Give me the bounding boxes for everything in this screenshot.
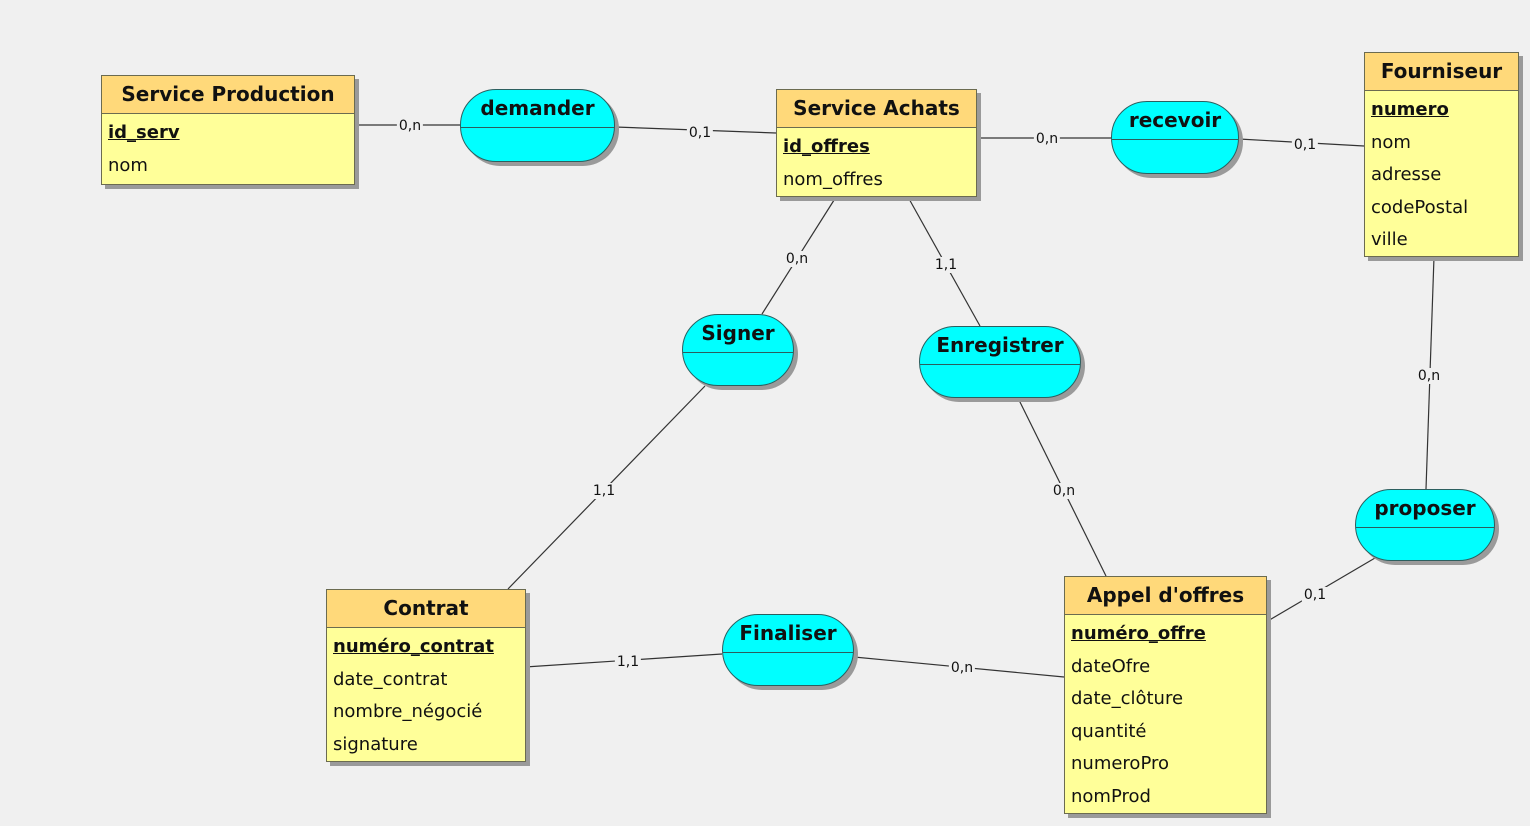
attribute: nom [108,154,148,176]
attribute: quantité [1071,720,1147,742]
association-title: Finaliser [723,615,853,653]
primary-key-attribute: id_serv [108,117,348,150]
cardinality-label: 0,n [1415,368,1443,384]
primary-key-attribute: numero [1371,94,1512,127]
attribute: nomProd [1071,785,1151,807]
entity-title: Service Achats [777,90,976,128]
attribute: numeroPro [1071,753,1169,774]
attribute: codePostal [1371,196,1469,218]
cardinality-label: 0,1 [1291,137,1319,153]
entity-fourniseur[interactable]: Fourniseur numero nom adresse codePostal… [1364,52,1519,257]
entity-title: Appel d'offres [1065,577,1266,615]
entity-title: Contrat [327,590,525,628]
primary-key-text: numéro_offre [1071,623,1206,644]
association-proposer[interactable]: proposer [1355,489,1495,561]
cardinality-label: 0,n [396,118,424,134]
association-title: Signer [683,315,793,353]
association-title: demander [461,90,614,128]
association-title: recevoir [1112,102,1238,140]
primary-key-text: numero [1371,99,1449,120]
association-signer[interactable]: Signer [682,314,794,386]
entity-service-production[interactable]: Service Production id_serv nom [101,75,355,185]
association-recevoir[interactable]: recevoir [1111,101,1239,174]
attribute: date_contrat [333,668,448,690]
attribute: nom [1371,131,1411,153]
entity-title: Fourniseur [1365,53,1518,91]
association-title: Enregistrer [920,327,1080,365]
cardinality-label: 0,n [1050,483,1078,499]
attribute: dateOfre [1071,655,1151,677]
primary-key-attribute: numéro_offre [1071,618,1260,651]
association-demander[interactable]: demander [460,89,615,162]
cardinality-label: 0,1 [1301,587,1329,603]
attribute: signature [333,733,418,755]
attribute: nombre_négocié [333,701,483,722]
primary-key-attribute: id_offres [783,131,970,164]
cardinality-label: 0,n [948,660,976,676]
entity-appel-offres[interactable]: Appel d'offres numéro_offre dateOfre dat… [1064,576,1267,814]
cardinality-label: 1,1 [614,654,642,670]
cardinality-label: 0,n [783,251,811,267]
cardinality-label: 0,1 [686,125,714,141]
association-finaliser[interactable]: Finaliser [722,614,854,686]
entity-title: Service Production [102,76,354,114]
primary-key-text: id_serv [108,122,180,143]
entity-service-achats[interactable]: Service Achats id_offres nom_offres [776,89,977,197]
cardinality-label: 1,1 [932,257,960,273]
entity-contrat[interactable]: Contrat numéro_contrat date_contrat nomb… [326,589,526,762]
attribute: date_clôture [1071,688,1184,709]
association-title: proposer [1356,490,1494,528]
attribute: ville [1371,229,1408,250]
primary-key-text: numéro_contrat [333,636,494,657]
cardinality-label: 1,1 [590,483,618,499]
attribute: adresse [1371,164,1442,185]
association-enregistrer[interactable]: Enregistrer [919,326,1081,398]
primary-key-attribute: numéro_contrat [333,631,519,664]
cardinality-label: 0,n [1033,131,1061,147]
attribute: nom_offres [783,168,883,190]
primary-key-text: id_offres [783,136,870,157]
